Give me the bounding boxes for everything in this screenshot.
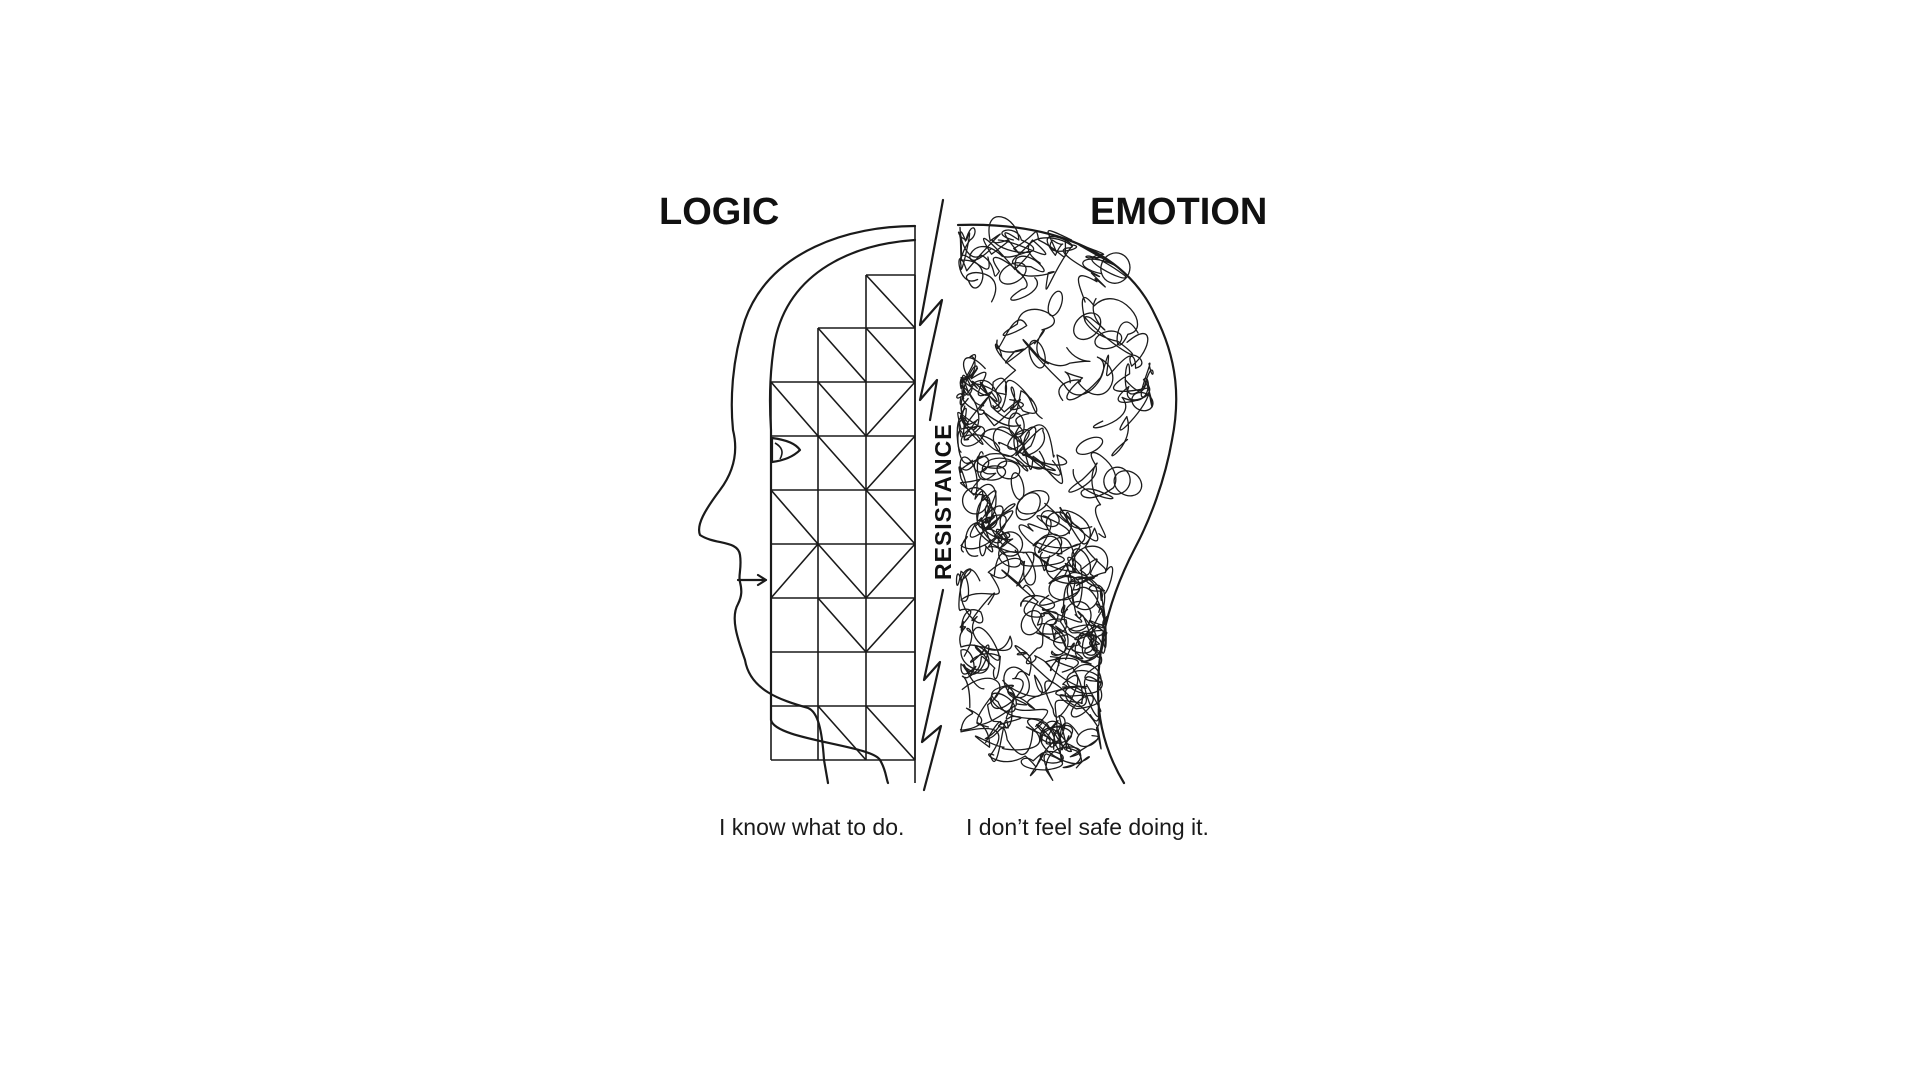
grid-diagonal (770, 381, 819, 437)
grid-diagonal (865, 543, 916, 599)
scribble-loop (1063, 600, 1092, 632)
scribble-loop (1064, 686, 1088, 708)
scribble-loop (1070, 694, 1094, 718)
scribble-loop (960, 425, 986, 447)
scribble-loop (1016, 490, 1050, 515)
grid-diagonal (817, 543, 867, 599)
scribble-stroke (1064, 333, 1149, 401)
logic-head-inner-outline (768, 238, 917, 785)
scribble-stroke (1020, 595, 1083, 656)
scribble-stroke (997, 237, 1073, 290)
grid-diagonal (865, 327, 916, 383)
scribble-loop (1028, 339, 1046, 369)
scribble-loop (980, 465, 1007, 481)
scribble-stroke (996, 308, 1056, 365)
scribble-stroke (955, 568, 1000, 633)
scribble-loop (996, 460, 1021, 480)
resistance-label: RESISTANCE (930, 423, 956, 580)
grid-diagonal (865, 381, 916, 437)
grid-diagonal (865, 705, 916, 761)
scribble-loop (1100, 252, 1131, 284)
emotion-heading: EMOTION (1090, 191, 1267, 233)
logic-heading: LOGIC (659, 191, 779, 233)
grid-diagonal (817, 705, 867, 761)
scribble-loop (1034, 533, 1063, 559)
scribble-loop (1076, 728, 1100, 748)
scribble-loop (1003, 666, 1030, 699)
scribble-loop (1073, 312, 1102, 341)
scribble-stroke (1022, 338, 1114, 402)
scribble-stroke (1111, 362, 1154, 457)
scribble-loop (1066, 669, 1103, 695)
scribble-loop (1039, 750, 1064, 764)
grid-diagonal (865, 489, 916, 545)
logic-caption: I know what to do. (719, 814, 904, 840)
scribble-loop (1071, 548, 1092, 577)
scribble-stroke (994, 343, 1038, 414)
grid-diagonal (770, 543, 819, 599)
scribble-stroke (1093, 377, 1153, 429)
scribble-loop (961, 487, 989, 515)
scribble-loop (1131, 391, 1154, 412)
logic-head-outer-outline (697, 224, 917, 785)
scribble-stroke (957, 227, 997, 303)
scribble-stroke (974, 718, 1056, 768)
logic-geometric-grid (770, 274, 916, 761)
scribble-stroke (1037, 515, 1109, 587)
scribble-stroke (1047, 230, 1126, 279)
scribble-loop (1103, 466, 1131, 495)
emotion-caption: I don’t feel safe doing it. (966, 814, 1209, 840)
grid-diagonal (865, 597, 916, 653)
scribble-stroke (956, 365, 985, 438)
scribble-stroke (958, 569, 990, 690)
scribble-loop (992, 426, 1019, 457)
mouth-line (736, 573, 768, 587)
grid-diagonal (817, 327, 867, 383)
grid-diagonal (865, 274, 916, 329)
scribble-loop (1075, 436, 1104, 456)
scribble-loop (1094, 330, 1123, 350)
grid-diagonal (770, 489, 819, 545)
grid-diagonal (865, 435, 916, 491)
scribble-stroke (961, 675, 1079, 729)
scribble-loop (1040, 510, 1060, 528)
scribble-loop (998, 262, 1027, 285)
scribble-stroke (1081, 297, 1139, 356)
scribble-stroke (960, 592, 1013, 675)
scribble-loop (1047, 290, 1064, 317)
scribble-stroke (1058, 603, 1105, 667)
scribble-stroke (957, 395, 984, 445)
scribble-loop (997, 531, 1024, 557)
scribble-loop (1045, 511, 1073, 537)
scribble-stroke (1053, 633, 1103, 718)
grid-diagonal (817, 435, 867, 491)
scribble-loop (990, 692, 1016, 713)
grid-diagonal (817, 381, 867, 437)
scribble-stroke (1068, 451, 1117, 539)
scribble-loop (1066, 576, 1099, 611)
grid-diagonal (817, 597, 867, 653)
lightning-crack-divider (918, 198, 945, 422)
scribble-stroke (959, 354, 998, 403)
scribble-stroke (976, 424, 1067, 485)
lightning-crack-divider-lower (920, 588, 945, 792)
scribble-loop (1008, 412, 1025, 438)
scribble-loop (1020, 610, 1043, 636)
scribble-stroke (974, 490, 1019, 557)
scribble-loop (1039, 726, 1073, 744)
scribble-stroke (959, 374, 1008, 413)
scribble-loop (1077, 630, 1095, 649)
scribble-loop (1048, 574, 1081, 601)
emotion-tangled-scribble (955, 216, 1154, 781)
scribble-stroke (1046, 235, 1106, 303)
scribble-stroke (1002, 618, 1068, 698)
eye-icon (770, 436, 802, 464)
